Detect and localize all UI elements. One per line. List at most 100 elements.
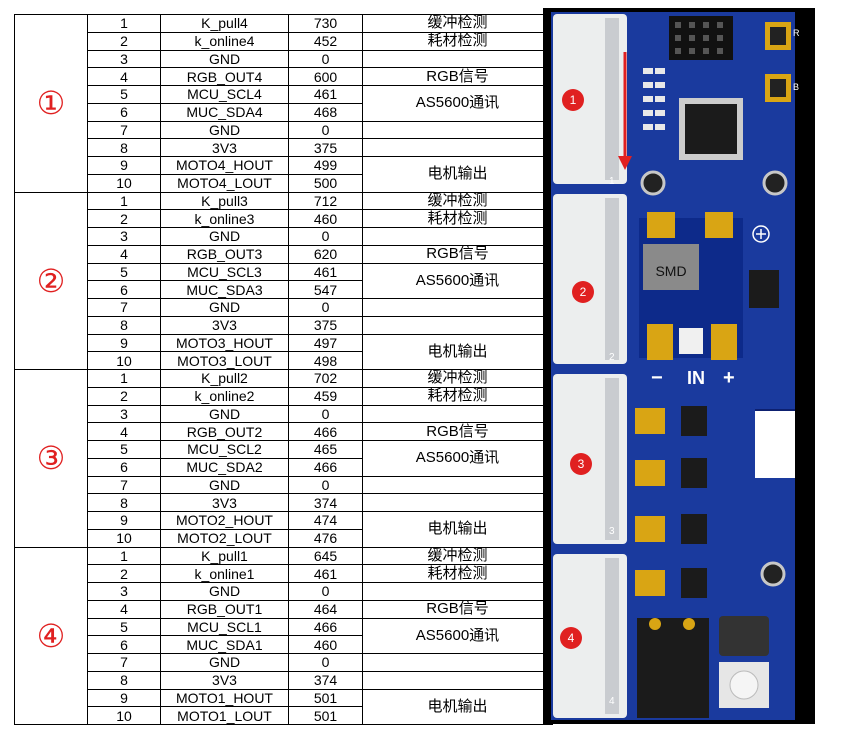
measured-value: 476 — [288, 528, 363, 548]
function-label-empty — [362, 315, 553, 335]
pin-number: 4 — [87, 599, 161, 619]
measured-value: 547 — [288, 280, 363, 299]
connector-number-2: 2 — [609, 352, 615, 363]
pin-number: 10 — [87, 706, 161, 725]
function-label-empty — [362, 493, 553, 512]
function-label: 电机输出 — [362, 156, 553, 193]
signal-name: MUC_SDA1 — [160, 635, 289, 654]
signal-name: k_online4 — [160, 31, 289, 51]
group-label: ④ — [14, 546, 88, 725]
measured-value: 465 — [288, 440, 363, 459]
button-label-r: R — [793, 28, 800, 38]
connector-number-4: 4 — [609, 696, 615, 707]
signal-name: RGB_OUT3 — [160, 244, 289, 264]
pcb-board: 1 2 3 4 1 2 3 4 R B — [543, 8, 815, 724]
pin-number: 4 — [87, 244, 161, 264]
measured-value: 0 — [288, 582, 363, 601]
pin-number: 10 — [87, 528, 161, 548]
function-label: RGB信号 — [362, 244, 553, 264]
function-label: 电机输出 — [362, 688, 553, 725]
measured-value: 374 — [288, 670, 363, 690]
signal-name: K_pull2 — [160, 369, 289, 388]
group-label: ① — [14, 14, 88, 193]
pin-number: 9 — [87, 688, 161, 708]
pin-number: 8 — [87, 493, 161, 512]
pin-number: 3 — [87, 49, 161, 69]
signal-name: MOTO2_LOUT — [160, 528, 289, 548]
function-label: 耗材检测 — [362, 564, 553, 583]
motor-drivers — [635, 406, 707, 598]
measured-value: 499 — [288, 156, 363, 175]
port-label-4: 4 — [568, 631, 575, 645]
mounting-holes — [640, 170, 788, 587]
function-label: 耗材检测 — [362, 386, 553, 406]
pin-number: 7 — [87, 653, 161, 672]
measured-value: 474 — [288, 511, 363, 530]
connector-number-3: 3 — [609, 526, 615, 537]
function-label-empty — [362, 120, 553, 140]
pin-number: 7 — [87, 120, 161, 140]
signal-name: GND — [160, 120, 289, 140]
measured-value: 501 — [288, 688, 363, 708]
connector-2 — [553, 194, 627, 364]
connector-1 — [553, 14, 627, 184]
arrow-head — [618, 156, 632, 170]
signal-name: MOTO1_HOUT — [160, 688, 289, 708]
signal-name: K_pull3 — [160, 191, 289, 211]
pin-number: 6 — [87, 102, 161, 122]
pin-number: 6 — [87, 457, 161, 477]
measured-value: 375 — [288, 315, 363, 335]
function-label-empty — [362, 404, 553, 424]
measured-value: 459 — [288, 386, 363, 406]
signal-name: MUC_SDA2 — [160, 457, 289, 477]
measured-value: 498 — [288, 351, 363, 370]
pin-number: 9 — [87, 511, 161, 530]
reset-button — [765, 22, 791, 50]
pin-number: 9 — [87, 333, 161, 353]
signal-name: GND — [160, 227, 289, 246]
measured-value: 0 — [288, 653, 363, 672]
inductor — [719, 616, 769, 656]
measured-value: 600 — [288, 67, 363, 86]
boot-button — [765, 74, 791, 102]
pin-number: 1 — [87, 369, 161, 388]
function-label: 电机输出 — [362, 333, 553, 370]
signal-name: GND — [160, 475, 289, 495]
signal-name: MCU_SCL4 — [160, 85, 289, 104]
pin-number: 1 — [87, 191, 161, 211]
signal-name: MOTO3_HOUT — [160, 333, 289, 353]
port-marker-1 — [562, 89, 584, 111]
signal-name: MOTO2_HOUT — [160, 511, 289, 530]
function-label-empty — [362, 475, 553, 495]
function-label-empty — [362, 49, 553, 69]
measured-value: 466 — [288, 617, 363, 637]
pin-number: 8 — [87, 670, 161, 690]
pwr-in-label: IN — [687, 368, 705, 388]
function-label: 缓冲检测 — [362, 369, 553, 388]
port-marker-4 — [560, 627, 582, 649]
pin-number: 5 — [87, 85, 161, 104]
port-marker-3 — [570, 453, 592, 475]
signal-name: GND — [160, 653, 289, 672]
